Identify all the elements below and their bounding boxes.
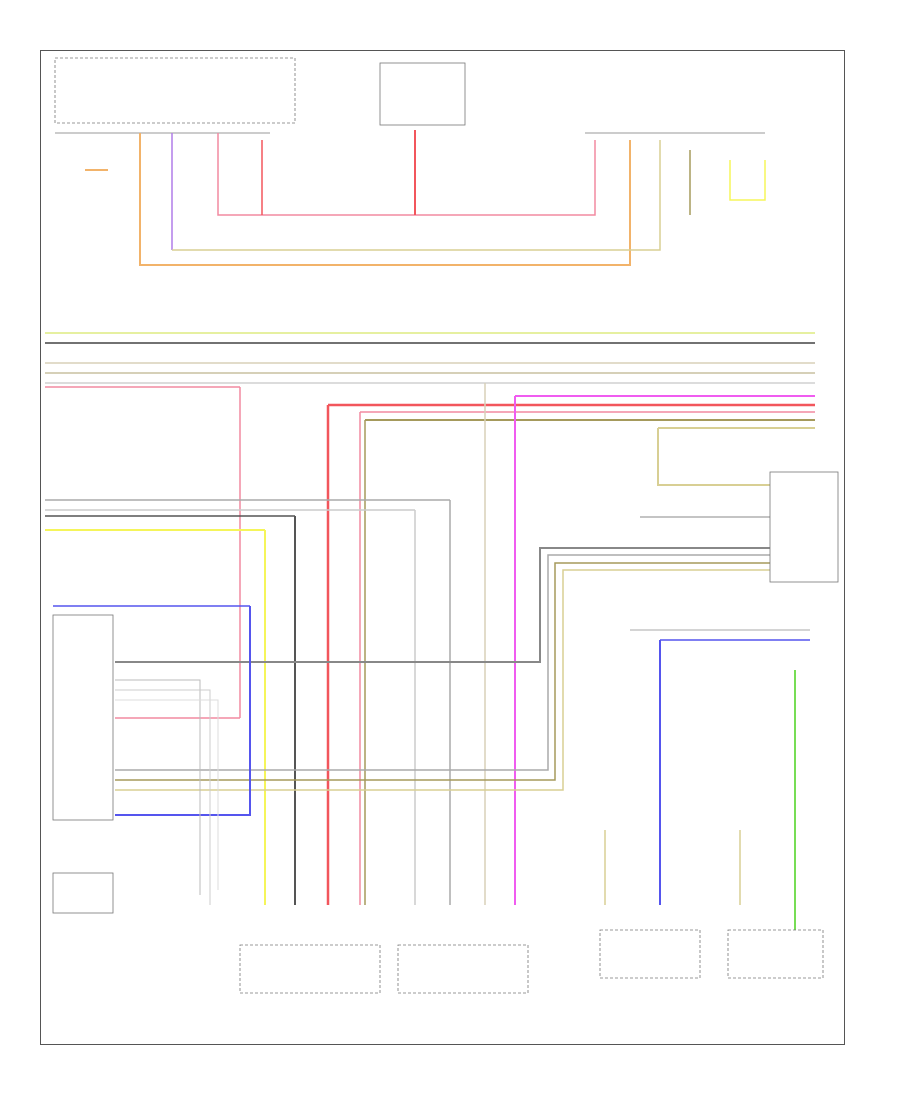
pink-wire-a: [217, 133, 596, 216]
blue-left: [115, 606, 251, 816]
grey-right-1: [115, 547, 770, 663]
yellow-right-top: [729, 160, 766, 201]
olive-right-1: [115, 562, 770, 781]
orange-wire-a: [139, 133, 631, 266]
tan-right-2: [115, 569, 770, 791]
component-layer: [52, 57, 839, 994]
grey-right-2: [115, 554, 770, 771]
top-dashed-box: [54, 57, 296, 124]
bottom-box-c: [599, 929, 701, 979]
wire-layer: [45, 130, 815, 930]
left-module: [52, 614, 114, 821]
right-module: [769, 471, 839, 583]
mod-lines-small-2: [115, 689, 211, 905]
tan-wire-top: [172, 140, 661, 251]
mod-lines-small-3: [115, 699, 219, 890]
tan-drop-right: [657, 428, 770, 486]
fuse-box-center: [379, 62, 466, 126]
mod-lines-small: [115, 679, 201, 895]
sensor-module: [52, 872, 114, 914]
diagram-frame: [40, 50, 845, 1045]
bottom-box-b: [397, 944, 529, 994]
bottom-box-a: [239, 944, 381, 994]
bottom-box-d: [727, 929, 824, 979]
